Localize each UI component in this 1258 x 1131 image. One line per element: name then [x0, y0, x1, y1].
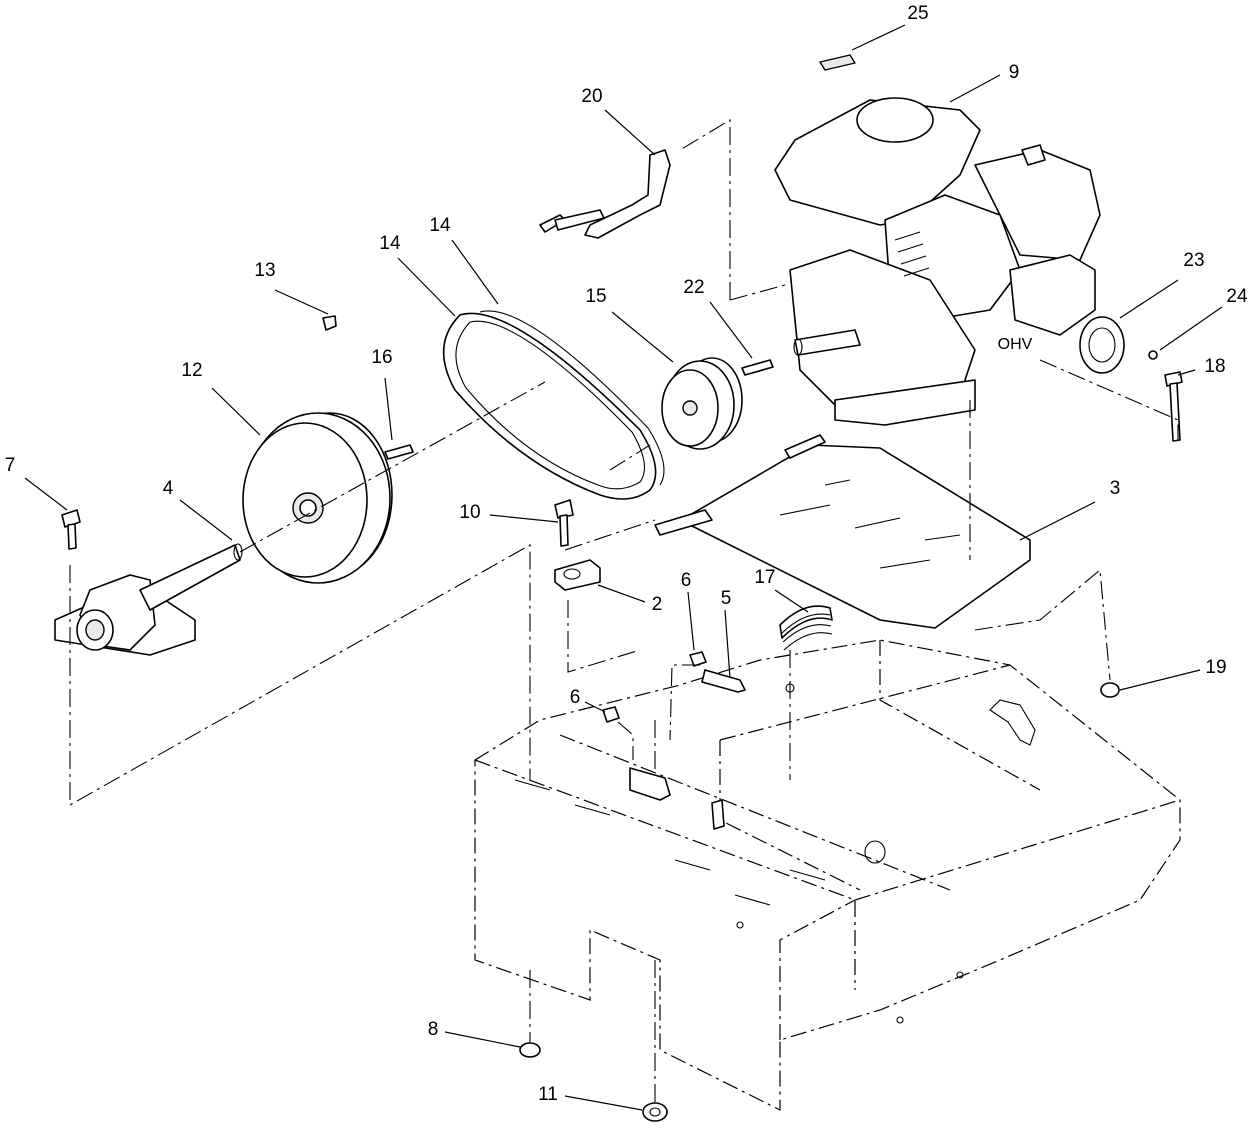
callout-2: 2 [652, 594, 663, 615]
callout-17: 17 [754, 567, 775, 588]
large-pulley [242, 412, 393, 584]
callout-11: 11 [538, 1084, 558, 1105]
ohv-mark: OHV [998, 336, 1033, 353]
pillow-block-shaft [54, 543, 243, 656]
callout-15: 15 [585, 286, 606, 307]
callout-6-a: 6 [681, 570, 692, 591]
throttle-bracket [539, 149, 671, 239]
small-pulley [661, 357, 743, 450]
alignment-lines [69, 119, 1179, 1102]
callout-7: 7 [5, 455, 16, 476]
callout-12: 12 [181, 360, 202, 381]
callout-6-b: 6 [570, 687, 581, 708]
callout-5: 5 [721, 588, 732, 609]
callout-18: 18 [1204, 356, 1225, 377]
callout-20: 20 [581, 86, 602, 107]
frame-deck [474, 639, 1181, 1111]
callout-13: 13 [254, 260, 275, 281]
leader-lines [24, 24, 1223, 1111]
engine: OHV [774, 97, 1101, 426]
callout-25: 25 [907, 3, 928, 24]
hardware [61, 54, 1183, 1122]
callout-3: 3 [1110, 478, 1121, 499]
callout-22: 22 [683, 277, 704, 298]
callout-10: 10 [459, 502, 480, 523]
callout-9: 9 [1009, 62, 1020, 83]
callout-24: 24 [1226, 286, 1248, 307]
callout-19: 19 [1205, 657, 1226, 678]
callout-labels: 25 9 20 14 14 13 15 22 23 24 12 16 18 7 … [5, 3, 1248, 1105]
callout-14-b: 14 [379, 233, 401, 254]
callout-14-a: 14 [429, 215, 451, 236]
callout-23: 23 [1183, 250, 1204, 271]
callout-4: 4 [163, 478, 174, 499]
engine-mount-plate [654, 434, 1031, 629]
callout-8: 8 [428, 1019, 439, 1040]
v-belts [442, 310, 665, 500]
engine-cover-part [1079, 316, 1125, 374]
callout-16: 16 [371, 347, 392, 368]
